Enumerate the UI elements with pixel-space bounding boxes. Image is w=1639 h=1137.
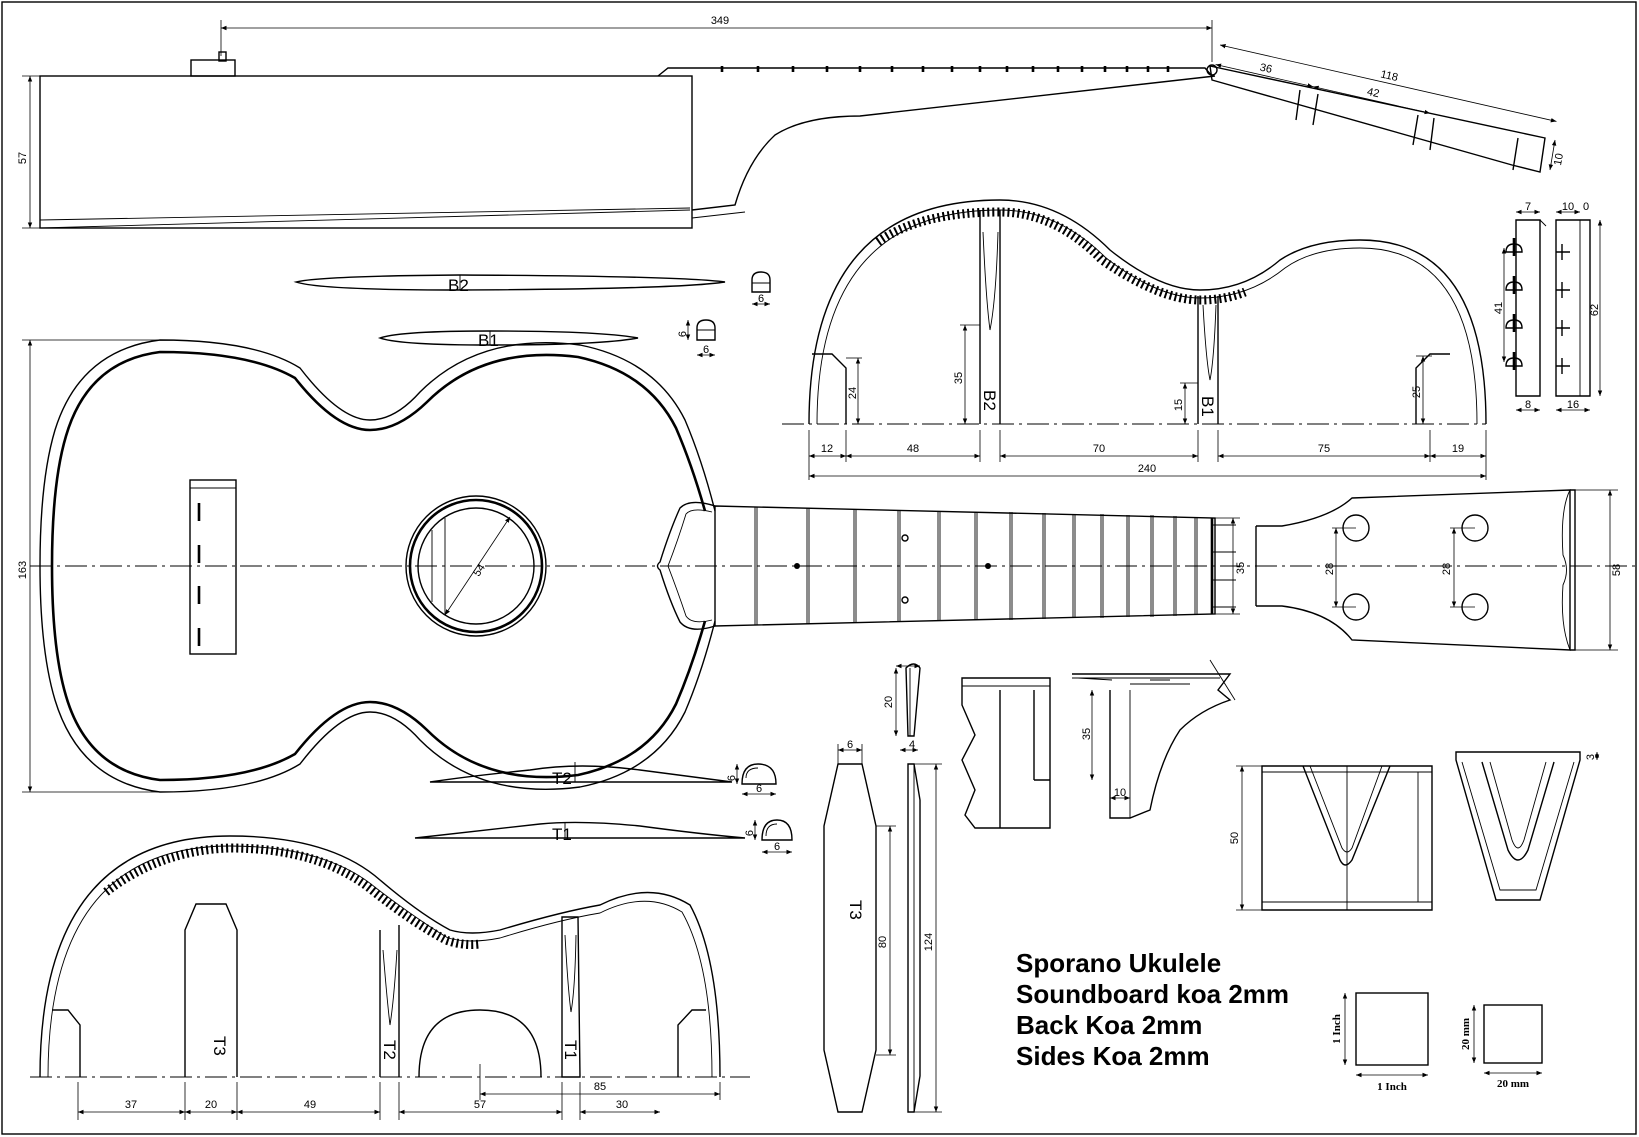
kerfing-top — [103, 843, 481, 949]
dim-15: 15 — [1173, 399, 1185, 411]
dim-6-b2: 6 — [758, 293, 764, 305]
fret-ticks — [720, 66, 1170, 72]
dim-35-back: 35 — [953, 372, 965, 384]
dim-6-b1h: 6 — [677, 331, 689, 337]
dim-10-nut: 10 — [1562, 201, 1574, 213]
brace-t3: T3 6 80 124 4 20 — [823, 663, 942, 1113]
brace-t-profiles: 6 6 6 6 — [726, 763, 793, 855]
dim-35-kerf: 35 — [1081, 728, 1093, 740]
top-bracing-view: T3 T2 T1 — [30, 835, 750, 1078]
title-line-1: Sporano Ukulele — [1016, 948, 1221, 978]
dim-50: 50 — [1229, 832, 1241, 844]
title-line-2: Soundboard koa 2mm — [1016, 979, 1289, 1009]
dim-0-nut: 0 — [1583, 201, 1589, 213]
end-block-detail — [961, 677, 1051, 829]
dim-240: 240 — [1138, 463, 1156, 475]
brace-b2: B2 — [293, 274, 726, 295]
neck-side-view — [39, 51, 1546, 229]
dim-16: 16 — [1567, 399, 1579, 411]
dim-20-top: 20 — [205, 1099, 217, 1111]
dim-10-head: 10 — [1552, 152, 1566, 166]
dim-35-fb: 35 — [1235, 562, 1247, 574]
dim-54: 54 — [471, 562, 488, 579]
label-t1: T1 — [552, 825, 572, 844]
brace-t2: T2 — [429, 762, 733, 788]
label-t3-top: T3 — [210, 1036, 229, 1056]
dim-7: 7 — [1525, 201, 1531, 213]
dim-30: 30 — [616, 1099, 628, 1111]
dim-6-b1w: 6 — [703, 344, 709, 356]
dim-37: 37 — [125, 1099, 137, 1111]
dim-28-a: 28 — [1324, 563, 1336, 575]
back-bracing-dims: 24 35 15 25 12 48 70 75 19 240 — [808, 324, 1487, 480]
dim-4: 4 — [909, 739, 915, 751]
neck-dimensions: 349 57 118 36 42 10 — [17, 15, 1566, 229]
dim-41: 41 — [1493, 302, 1505, 314]
dim-58: 58 — [1611, 564, 1623, 576]
dim-85: 85 — [594, 1081, 606, 1093]
scale-inch: 1 Inch 1 Inch — [1331, 992, 1429, 1093]
kerfing-back — [875, 207, 1247, 305]
title-line-4: Sides Koa 2mm — [1016, 1041, 1210, 1071]
dim-12: 12 — [821, 443, 833, 455]
dim-57: 57 — [17, 152, 29, 164]
dim-19: 19 — [1452, 443, 1464, 455]
dim-42: 42 — [1366, 86, 1381, 100]
dim-124: 124 — [923, 933, 935, 951]
brace-b1: B1 — [377, 330, 639, 350]
back-bracing-view: B2 B1 — [782, 199, 1487, 425]
dim-75: 75 — [1318, 443, 1330, 455]
scale-inch-h: 1 Inch — [1377, 1081, 1407, 1093]
headstock-top: 28 28 58 — [1255, 489, 1623, 651]
label-b2: B2 — [448, 276, 469, 295]
neck-block-heel: 3 — [1455, 751, 1600, 901]
label-b1-back: B1 — [1198, 396, 1217, 417]
dim-36: 36 — [1259, 62, 1274, 76]
dim-349: 349 — [711, 15, 729, 27]
title-block: Sporano Ukulele Soundboard koa 2mm Back … — [1016, 948, 1289, 1071]
dim-3: 3 — [1585, 754, 1597, 760]
label-b1: B1 — [478, 331, 499, 350]
label-b2-back: B2 — [980, 390, 999, 411]
nut-saddle-detail: 7 10 0 41 62 8 16 — [1493, 201, 1603, 413]
heel-side-detail: 35 10 — [1072, 659, 1236, 819]
dim-70: 70 — [1093, 443, 1105, 455]
brace-profile-small: 6 6 6 — [677, 271, 771, 358]
brace-t1: T1 — [414, 821, 746, 844]
scale-inch-v: 1 Inch — [1331, 1014, 1343, 1044]
dim-6-t2h: 6 — [726, 775, 738, 781]
dim-6-t1h: 6 — [744, 830, 756, 836]
dim-80: 80 — [877, 936, 889, 948]
dim-6-t3: 6 — [847, 739, 853, 751]
dim-62: 62 — [1589, 304, 1601, 316]
title-line-3: Back Koa 2mm — [1016, 1010, 1202, 1040]
dim-24: 24 — [847, 387, 859, 399]
scale-mm: 20 mm 20 mm — [1460, 1004, 1543, 1090]
label-t2-top: T2 — [380, 1040, 399, 1060]
dim-28-b: 28 — [1441, 563, 1453, 575]
scale-mm-v: 20 mm — [1460, 1018, 1472, 1050]
label-t1-top: T1 — [561, 1040, 580, 1060]
dim-48: 48 — [907, 443, 919, 455]
dim-163: 163 — [17, 561, 29, 579]
label-t3: T3 — [846, 900, 865, 920]
dim-10-kerf: 10 — [1114, 787, 1126, 799]
dim-57-top: 57 — [474, 1099, 486, 1111]
dim-25: 25 — [1411, 386, 1423, 398]
label-t2: T2 — [552, 769, 572, 788]
dim-8: 8 — [1525, 399, 1531, 411]
dim-49: 49 — [304, 1099, 316, 1111]
dim-6-t1w: 6 — [774, 841, 780, 853]
dim-20-t3: 20 — [883, 696, 895, 708]
top-bracing-dims: 37 20 49 57 30 85 — [77, 1064, 721, 1120]
dim-6-t2w: 6 — [756, 783, 762, 795]
neck-block-front: 50 — [1229, 765, 1433, 911]
dim-118: 118 — [1379, 68, 1399, 84]
scale-mm-h: 20 mm — [1497, 1078, 1529, 1090]
